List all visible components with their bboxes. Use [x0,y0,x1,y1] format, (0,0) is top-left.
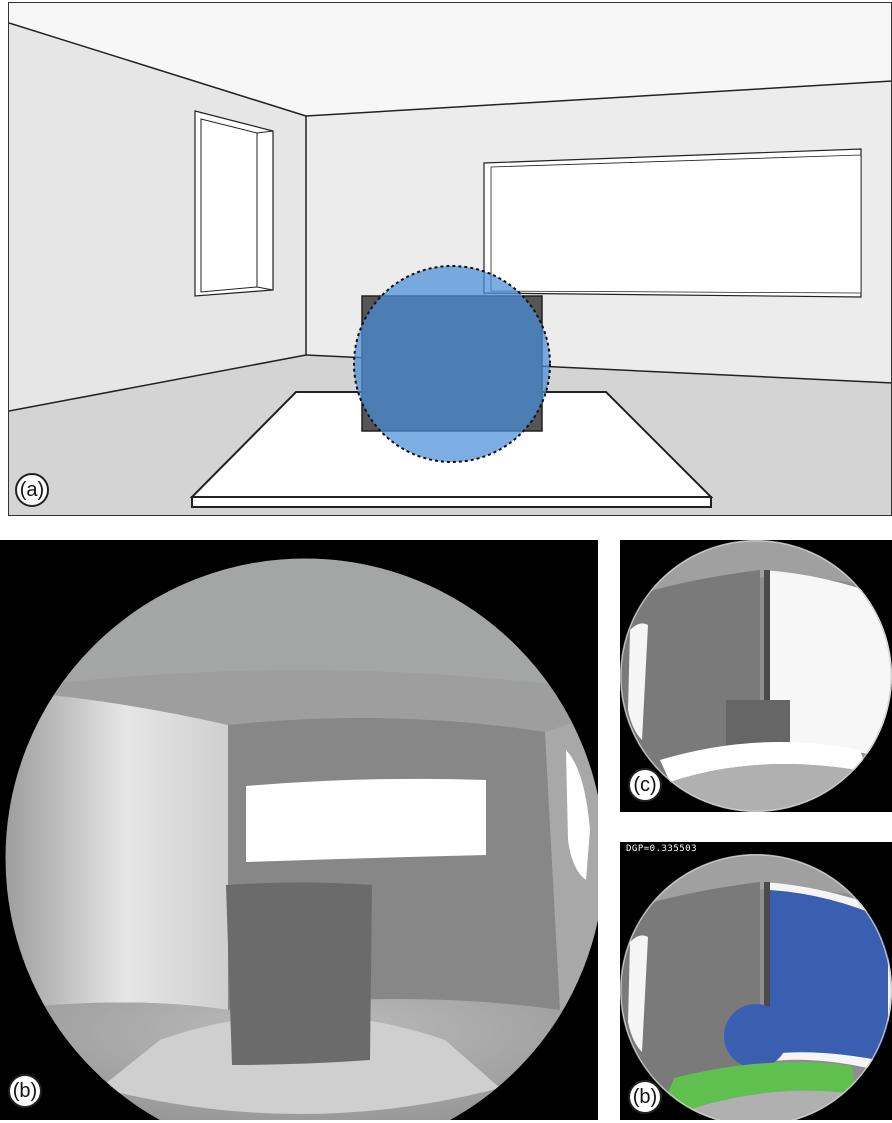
glare-source-circle [724,1004,788,1068]
left-window [195,111,273,296]
panel-a-room-perspective: (a) [8,2,892,516]
fisheye-left-wall [0,690,228,1010]
dgp-value-text: DGP=0.335503 [626,844,697,854]
room-drawing [9,3,892,516]
fisheye-c [620,540,892,812]
panel-b-glare-evaluation: DGP=0.335503 (b) [620,842,892,1120]
occupant-view-circle [354,266,550,462]
panel-label-a: (a) [15,473,49,507]
fisheye-back-window [246,779,486,862]
fisheye-c-monitor [726,700,790,746]
fisheye-large [0,540,598,1120]
panel-label-b-large: (b) [8,1074,42,1108]
fisheye-glare [620,842,892,1120]
panel-c-fisheye: (c) [620,540,892,812]
panel-b-fisheye-render: (b) [0,540,598,1120]
fisheye-monitor [226,883,372,1066]
panel-label-c: (c) [628,768,662,802]
back-window [484,149,861,297]
panel-label-b-small: (b) [628,1080,662,1114]
